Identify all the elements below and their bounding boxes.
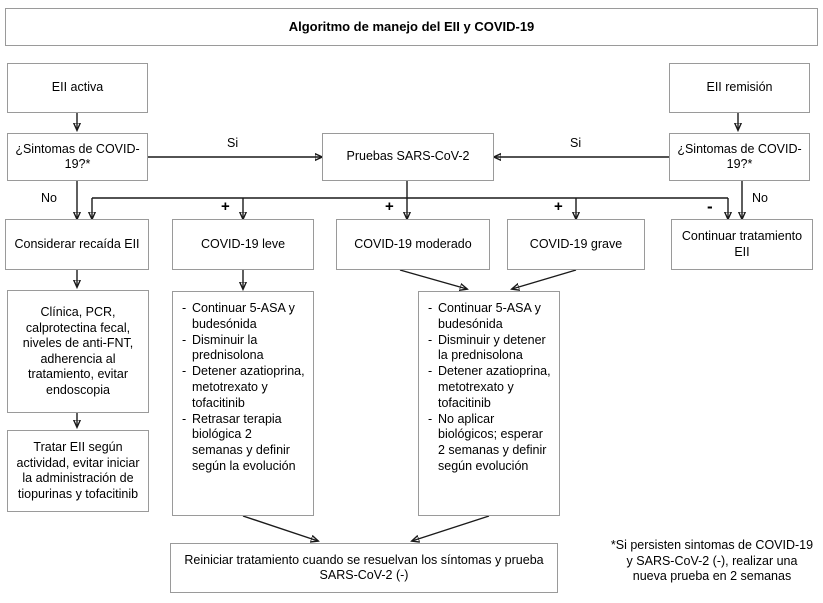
- wire-moderado-to-treatment: [399, 269, 467, 289]
- treatment-list-item: Retrasar terapia biológica 2 semanas y d…: [182, 412, 305, 475]
- wire-leve-treatment-to-reiniciar: [242, 515, 318, 541]
- edge-label-si-izq: Si: [227, 136, 239, 150]
- node-covid-19-grave[interactable]: COVID-19 grave: [507, 219, 645, 270]
- edge-label-no-der: No: [752, 191, 768, 205]
- treatment-list-leve: Continuar 5-ASA y budesónidaDisminuir la…: [182, 301, 305, 475]
- edge-label-plus-grave: +: [554, 198, 563, 215]
- treatment-list-item: Continuar 5-ASA y budesónida: [182, 301, 305, 333]
- edge-label-plus-moderado: +: [385, 198, 394, 215]
- footnote-text: *Si persisten sintomas de COVID-19 y SAR…: [610, 538, 814, 583]
- treatment-list-item: Continuar 5-ASA y budesónida: [428, 301, 551, 333]
- edge-label-minus: -: [707, 197, 713, 216]
- node-continuar-tratamiento-eii[interactable]: Continuar tratamiento EII: [671, 219, 813, 270]
- node-reiniciar-tratamiento[interactable]: Reiniciar tratamiento cuando se resuelva…: [170, 543, 558, 593]
- treatment-list-item: Detener azatioprina, metotrexato y tofac…: [428, 364, 551, 411]
- node-sintomas-covid-izquierda[interactable]: ¿Sintomas de COVID-19?*: [7, 133, 148, 181]
- wire-grave-to-treatment: [512, 269, 577, 289]
- node-eii-remision[interactable]: EII remisión: [669, 63, 810, 113]
- treatment-list-item: Disminuir y detener la prednisolona: [428, 333, 551, 365]
- treatment-list-item: No aplicar biológicos; esperar 2 semanas…: [428, 412, 551, 475]
- node-tratamiento-covid-leve[interactable]: Continuar 5-ASA y budesónidaDisminuir la…: [172, 291, 314, 516]
- node-clinica-pcr-calprotectina[interactable]: Clínica, PCR, calprotectina fecal, nivel…: [7, 290, 149, 413]
- edge-label-plus-leve: +: [221, 198, 230, 215]
- node-considerar-recaida-eii[interactable]: Considerar recaída EII: [5, 219, 149, 270]
- treatment-list-moderado-grave: Continuar 5-ASA y budesónidaDisminuir y …: [428, 301, 551, 475]
- treatment-list-item: Disminuir la prednisolona: [182, 333, 305, 365]
- wire-mg-treatment-to-reiniciar: [412, 515, 490, 541]
- node-tratamiento-covid-moderado-grave[interactable]: Continuar 5-ASA y budesónidaDisminuir y …: [418, 291, 560, 516]
- node-pruebas-sars-cov-2[interactable]: Pruebas SARS-CoV-2: [322, 133, 494, 181]
- node-covid-19-leve[interactable]: COVID-19 leve: [172, 219, 314, 270]
- edge-label-no-izq: No: [41, 191, 57, 205]
- node-eii-activa[interactable]: EII activa: [7, 63, 148, 113]
- node-tratar-eii-segun-actividad[interactable]: Tratar EII según actividad, evitar inici…: [7, 430, 149, 512]
- node-covid-19-moderado[interactable]: COVID-19 moderado: [336, 219, 490, 270]
- node-sintomas-covid-derecha[interactable]: ¿Sintomas de COVID-19?*: [669, 133, 810, 181]
- edge-label-si-der: Si: [570, 136, 582, 150]
- chart-title-box: Algoritmo de manejo del EII y COVID-19: [5, 8, 818, 46]
- treatment-list-item: Detener azatioprina, metotrexato y tofac…: [182, 364, 305, 411]
